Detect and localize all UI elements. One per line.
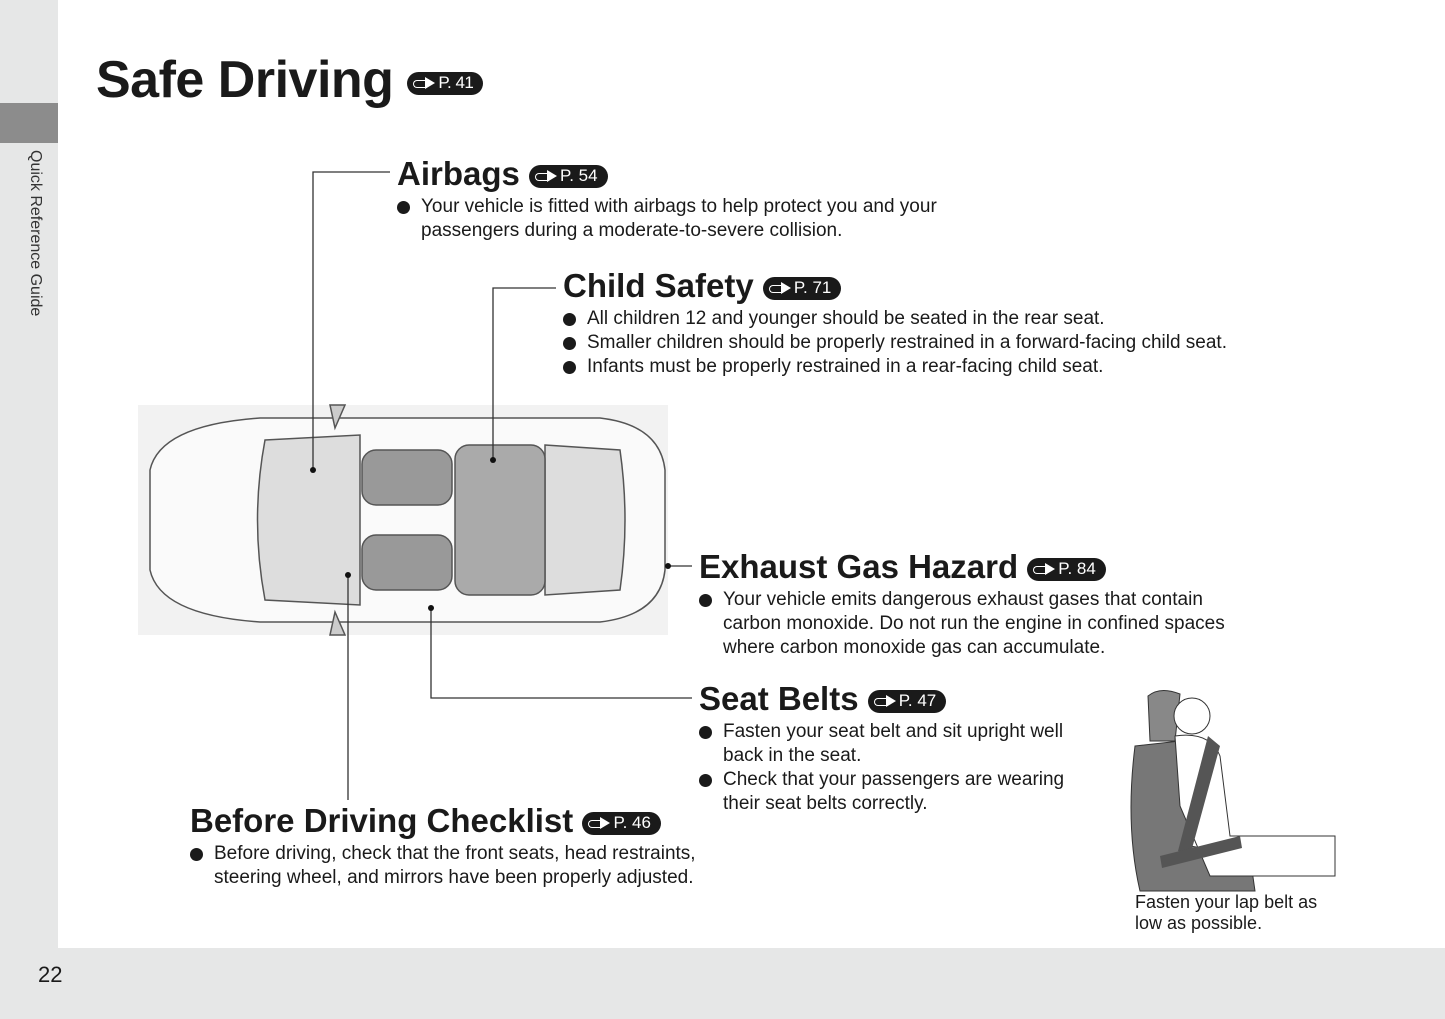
bullet-item: Smaller children should be properly rest… [563,331,1303,355]
section-before-driving: Before Driving Checklist P. 46 Before dr… [190,802,740,890]
page-ref-link[interactable]: P. 41 [407,71,484,95]
page-ref-link[interactable]: P. 47 [867,689,947,713]
section-airbags: Airbags P. 54 Your vehicle is fitted wit… [397,155,957,243]
arrow-icon [873,695,896,708]
illustration-caption: Fasten your lap belt as low as possible. [1135,892,1318,933]
bullet-item: Infants must be properly restrained in a… [563,355,1303,379]
leader-dots [310,457,671,611]
bullet-item: Your vehicle emits dangerous exhaust gas… [699,588,1239,660]
page-ref-link[interactable]: P. 46 [582,811,661,835]
footer-band [0,948,1445,1019]
sidebar [0,0,58,948]
bullet-item: Fasten your seat belt and sit upright we… [699,720,1099,768]
car-top-view [138,404,668,636]
bullet-item: Check that your passengers are wearing t… [699,768,1099,816]
page-title: Safe Driving P. 41 [96,50,484,110]
section-seat-belts: Seat Belts P. 47 Fasten your seat belt a… [699,680,1099,816]
bullet-item: Before driving, check that the front sea… [190,842,740,890]
section-tab [0,103,58,143]
page-ref-link[interactable]: P. 54 [529,164,608,188]
bullet-item: Your vehicle is fitted with airbags to h… [397,195,957,243]
leader-lines [312,171,692,800]
page-ref-link[interactable]: P. 84 [1027,557,1106,581]
arrow-icon [588,817,611,830]
sidebar-label: Quick Reference Guide [27,150,44,317]
seatbelt-illustration [1130,690,1336,892]
arrow-icon [768,282,791,295]
page-ref-link[interactable]: P. 71 [762,276,842,300]
page-number: 22 [38,962,63,987]
bullet-item: All children 12 and younger should be se… [563,307,1303,331]
arrow-icon [535,170,558,183]
arrow-icon [413,77,436,90]
arrow-icon [1033,563,1056,576]
section-exhaust-gas: Exhaust Gas Hazard P. 84 Your vehicle em… [699,548,1239,660]
section-child-safety: Child Safety P. 71 All children 12 and y… [563,267,1303,379]
